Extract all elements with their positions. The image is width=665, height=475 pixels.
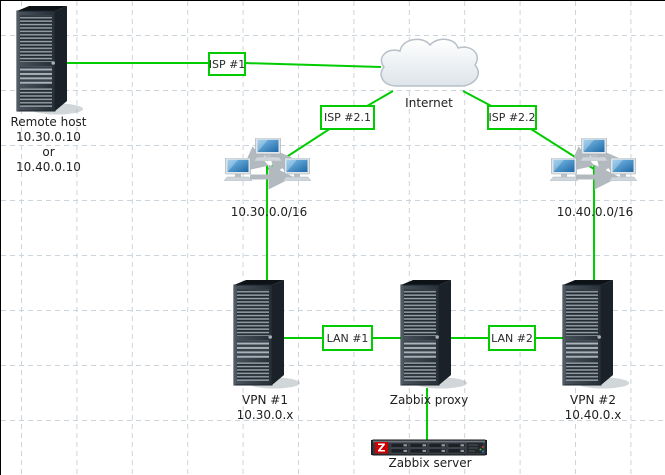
zabbix-logo-letter: Z	[378, 442, 386, 455]
internet-node	[375, 34, 485, 94]
link-line-isp1-right	[243, 62, 382, 68]
vpn1-label-name: VPN #1	[242, 393, 288, 407]
vpn2-label-ip: 10.40.0.x	[564, 408, 622, 422]
link-label-lan1: LAN #1	[322, 325, 373, 351]
network-30-node	[223, 138, 315, 206]
lan-network-icon	[223, 138, 315, 206]
link-label-isp22: ISP #2.2	[487, 105, 537, 130]
vpn2-node	[557, 280, 631, 390]
zabbix-server-node: Z	[371, 437, 489, 459]
server-tower-icon	[557, 280, 631, 390]
remote-host-label: Remote host 10.30.0.10 or 10.40.0.10	[1, 115, 96, 175]
remote-host-label-line2: 10.30.0.10	[16, 130, 81, 144]
vpn2-label: VPN #2 10.40.0.x	[543, 393, 643, 423]
link-label-lan2: LAN #2	[488, 325, 536, 351]
zabbix-proxy-node	[395, 280, 469, 390]
vpn1-label: VPN #1 10.30.0.x	[215, 393, 315, 423]
zabbix-logo	[375, 442, 388, 454]
zabbix-proxy-label: Zabbix proxy	[389, 393, 469, 407]
link-label-isp21: ISP #2.1	[320, 105, 375, 130]
vpn2-label-name: VPN #2	[570, 393, 616, 407]
remote-host-node	[11, 6, 85, 116]
cloud-icon	[380, 38, 480, 87]
link-label-isp1: ISP #1	[208, 52, 246, 76]
server-tower-icon	[11, 6, 85, 116]
zabbix-server-label: Zabbix server	[388, 456, 472, 470]
server-tower-icon	[228, 280, 302, 390]
vpn1-node	[228, 280, 302, 390]
rack-server-icon: Z	[371, 439, 487, 456]
internet-label: Internet	[405, 96, 453, 110]
remote-host-label-line4: 10.40.0.10	[16, 160, 81, 174]
network-30-label: 10.30.0.0/16	[230, 205, 308, 219]
server-tower-icon	[395, 280, 469, 390]
remote-host-label-line1: Remote host	[10, 115, 87, 129]
vpn1-label-ip: 10.30.0.x	[236, 408, 294, 422]
network-40-label: 10.40.0.0/16	[556, 205, 634, 219]
network-40-node	[549, 138, 641, 206]
remote-host-label-line3: or	[42, 145, 55, 159]
lan-network-icon	[549, 138, 641, 206]
